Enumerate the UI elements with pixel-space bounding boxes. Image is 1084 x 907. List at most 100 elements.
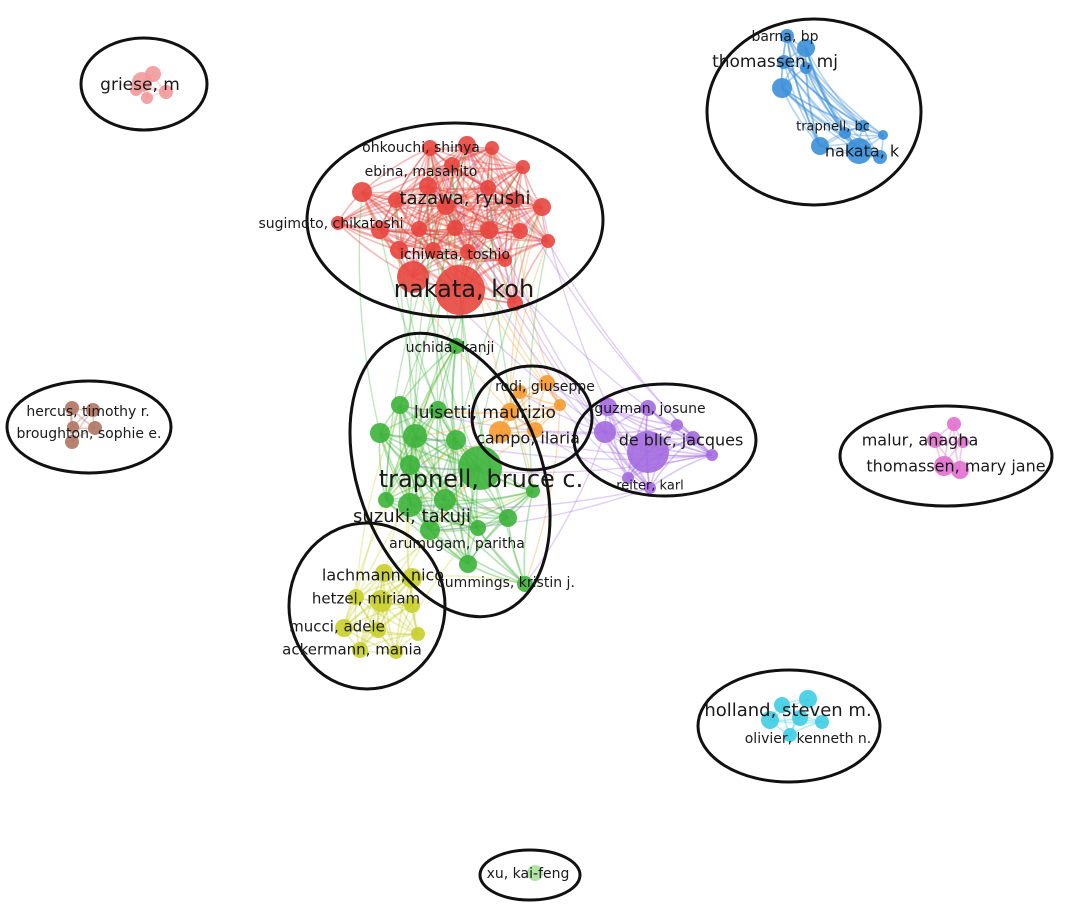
author-node-japan[interactable] [541, 234, 555, 248]
coauthor-link [466, 144, 549, 242]
author-node-nih[interactable] [761, 711, 779, 729]
author-node-italy[interactable] [539, 375, 555, 391]
author-node-cincinnati[interactable] [517, 576, 533, 592]
author-node-japan[interactable] [460, 244, 476, 260]
author-node-cincinnati[interactable] [429, 401, 447, 419]
author-node-japan[interactable] [480, 180, 496, 196]
author-node-japan[interactable] [485, 141, 499, 155]
author-node-cincinnati[interactable] [370, 423, 390, 443]
author-node-hannover[interactable] [402, 568, 422, 588]
author-node-japan[interactable] [411, 221, 427, 237]
author-node-nih[interactable] [799, 690, 817, 708]
author-node-italy[interactable] [513, 385, 527, 399]
author-node-hannover[interactable] [411, 627, 425, 641]
author-node-france[interactable] [622, 472, 634, 484]
author-node-japan[interactable] [480, 221, 498, 239]
author-node-china[interactable] [527, 865, 543, 881]
author-node-cincinnati[interactable] [398, 493, 422, 517]
author-node-nih[interactable] [783, 728, 797, 742]
author-node-japan[interactable] [388, 192, 404, 208]
author-node-france[interactable] [640, 400, 656, 416]
author-node-italy[interactable] [554, 399, 566, 411]
author-node-japan[interactable] [419, 177, 437, 195]
author-node-australia[interactable] [65, 401, 79, 415]
author-node-france[interactable] [706, 449, 718, 461]
author-node-cincinnati[interactable] [403, 424, 427, 448]
author-node-hannover[interactable] [335, 619, 353, 637]
author-node-australia[interactable] [88, 421, 102, 435]
author-node-ohio[interactable] [951, 461, 969, 479]
author-node-griese[interactable] [145, 66, 161, 82]
author-node-japan[interactable] [498, 253, 512, 267]
author-node-italy[interactable] [527, 422, 543, 438]
author-node-japan[interactable] [447, 220, 463, 236]
author-node-france[interactable] [627, 431, 669, 473]
author-node-griese[interactable] [141, 92, 153, 104]
author-node-japan[interactable] [516, 160, 530, 174]
author-node-cincinnati[interactable] [400, 455, 420, 475]
author-node-cleveland[interactable] [777, 55, 791, 69]
author-node-cleveland[interactable] [811, 137, 829, 155]
author-node-ohio[interactable] [934, 456, 954, 476]
author-node-nih[interactable] [774, 697, 790, 713]
author-node-france[interactable] [599, 398, 617, 416]
author-node-japan[interactable] [425, 242, 441, 258]
author-node-cincinnati[interactable] [499, 509, 517, 527]
author-node-japan[interactable] [444, 157, 460, 173]
author-node-france[interactable] [686, 431, 700, 445]
author-node-cleveland[interactable] [857, 120, 869, 132]
author-node-cincinnati[interactable] [526, 484, 540, 498]
author-node-hannover[interactable] [370, 622, 386, 638]
author-node-hannover[interactable] [404, 597, 420, 613]
author-node-hannover[interactable] [352, 642, 368, 658]
author-node-cleveland[interactable] [800, 62, 812, 74]
author-node-hannover[interactable] [348, 589, 364, 605]
author-node-cleveland[interactable] [839, 127, 851, 139]
author-node-nih[interactable] [815, 715, 829, 729]
author-node-hannover[interactable] [375, 564, 393, 582]
author-node-japan[interactable] [512, 223, 528, 239]
author-node-cleveland[interactable] [772, 78, 792, 98]
author-node-japan[interactable] [331, 216, 345, 230]
author-node-ohio[interactable] [947, 417, 961, 431]
author-node-japan[interactable] [371, 221, 389, 239]
author-label: xu, kai-feng [487, 866, 570, 882]
author-node-japan[interactable] [507, 192, 523, 208]
author-node-japan[interactable] [458, 136, 476, 154]
author-node-japan[interactable] [390, 241, 408, 259]
author-node-australia[interactable] [67, 421, 79, 433]
author-node-cincinnati[interactable] [459, 555, 477, 573]
author-node-italy[interactable] [489, 421, 511, 443]
author-node-japan[interactable] [422, 140, 438, 156]
author-node-japan[interactable] [435, 265, 485, 315]
author-node-hannover[interactable] [389, 645, 403, 659]
author-node-ohio[interactable] [957, 436, 969, 448]
author-node-japan[interactable] [533, 198, 551, 216]
author-node-france[interactable] [644, 482, 656, 494]
author-node-cleveland[interactable] [878, 130, 888, 140]
author-node-hannover[interactable] [370, 590, 392, 612]
author-node-cincinnati[interactable] [470, 520, 486, 536]
author-node-italy[interactable] [501, 403, 519, 421]
author-node-cincinnati[interactable] [434, 489, 456, 511]
author-node-australia[interactable] [65, 435, 79, 449]
author-node-japan[interactable] [437, 197, 455, 215]
author-node-cleveland[interactable] [846, 138, 872, 164]
author-node-cleveland[interactable] [797, 39, 815, 57]
author-node-cleveland[interactable] [780, 29, 794, 43]
author-node-cleveland[interactable] [873, 150, 887, 164]
author-node-france[interactable] [671, 419, 683, 431]
author-node-france[interactable] [594, 421, 616, 443]
author-node-australia[interactable] [86, 403, 100, 417]
author-node-cincinnati[interactable] [446, 430, 466, 450]
author-node-ohio[interactable] [927, 432, 943, 448]
author-node-cincinnati[interactable] [378, 492, 394, 508]
author-node-griese[interactable] [159, 85, 173, 99]
author-node-griese[interactable] [130, 84, 142, 96]
author-node-japan[interactable] [397, 261, 429, 293]
author-node-japan[interactable] [352, 182, 372, 202]
coauthor-link [522, 166, 549, 242]
author-node-nih[interactable] [792, 710, 808, 726]
author-node-cincinnati[interactable] [420, 520, 440, 540]
author-node-cincinnati[interactable] [391, 396, 409, 414]
